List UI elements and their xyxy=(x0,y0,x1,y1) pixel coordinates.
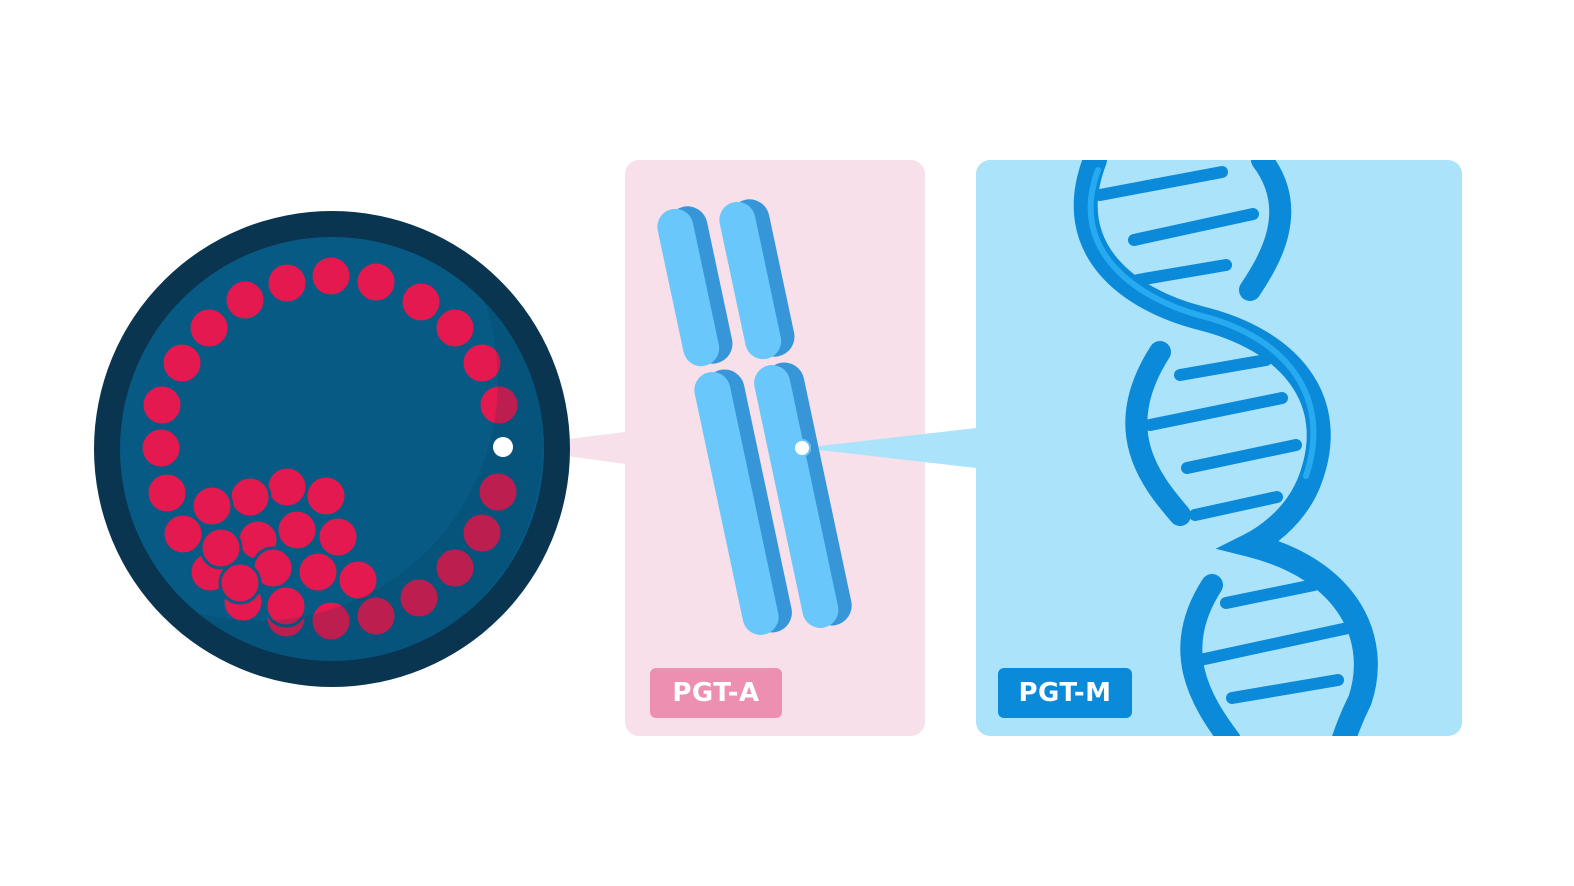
embryo-cell xyxy=(309,599,353,643)
chromosome-icon xyxy=(657,199,852,635)
embryo-cell xyxy=(477,383,521,427)
dna-rung xyxy=(1181,439,1302,474)
embryo-cell xyxy=(304,474,348,518)
embryo-cell xyxy=(265,261,309,305)
dna-strand-back xyxy=(1125,160,1292,736)
embryo-cell xyxy=(160,341,204,385)
embryo-cell xyxy=(336,558,380,602)
pgt-a-label: PGT-A xyxy=(650,668,782,718)
pgt-m-label: PGT-M xyxy=(998,668,1132,718)
embryo-cell xyxy=(460,341,504,385)
dna-rung xyxy=(1094,166,1228,201)
biopsy-point xyxy=(493,437,513,457)
embryo-cell xyxy=(433,546,477,590)
embryo-cell xyxy=(139,426,183,470)
gene-locus-point xyxy=(793,439,811,457)
connector-chromosome-to-dna xyxy=(802,428,976,468)
embryo-cell xyxy=(265,465,309,509)
embryo-cell xyxy=(460,511,504,555)
embryo-cell xyxy=(476,470,520,514)
dna-rung xyxy=(1189,491,1283,521)
embryo-cell xyxy=(223,278,267,322)
embryo-cell xyxy=(354,594,398,638)
dna-rung xyxy=(1144,392,1288,431)
embryo-cells xyxy=(139,254,521,643)
embryo-cell xyxy=(275,508,319,552)
embryo-cell xyxy=(309,254,353,298)
embryo-cell xyxy=(264,584,308,628)
embryo-cell xyxy=(187,306,231,350)
dna-rung xyxy=(1220,579,1320,609)
dna-rung xyxy=(1128,208,1259,246)
pgt-m-panel xyxy=(976,160,1462,736)
embryo-cell xyxy=(145,471,189,515)
embryo-cell xyxy=(399,280,443,324)
embryo-cell xyxy=(140,383,184,427)
dna-strand-front xyxy=(1073,160,1378,736)
dna-rungs xyxy=(1094,166,1354,704)
dna-rung xyxy=(1132,259,1232,286)
embryo-cell xyxy=(218,561,262,605)
embryo-cell xyxy=(161,512,205,556)
embryo-cell xyxy=(397,576,441,620)
dna-rung xyxy=(1194,622,1354,666)
embryo-cell xyxy=(316,515,360,559)
dna-rung xyxy=(1174,354,1272,381)
embryo-cell xyxy=(228,475,272,519)
dna-helix-icon xyxy=(1073,160,1378,736)
embryo-cell xyxy=(296,550,340,594)
embryo-cell xyxy=(354,260,398,304)
embryo-cell xyxy=(433,306,477,350)
embryo-icon xyxy=(94,211,570,687)
embryo-cell xyxy=(199,526,243,570)
dna-rung xyxy=(1226,674,1344,704)
embryo-cell xyxy=(190,484,234,528)
